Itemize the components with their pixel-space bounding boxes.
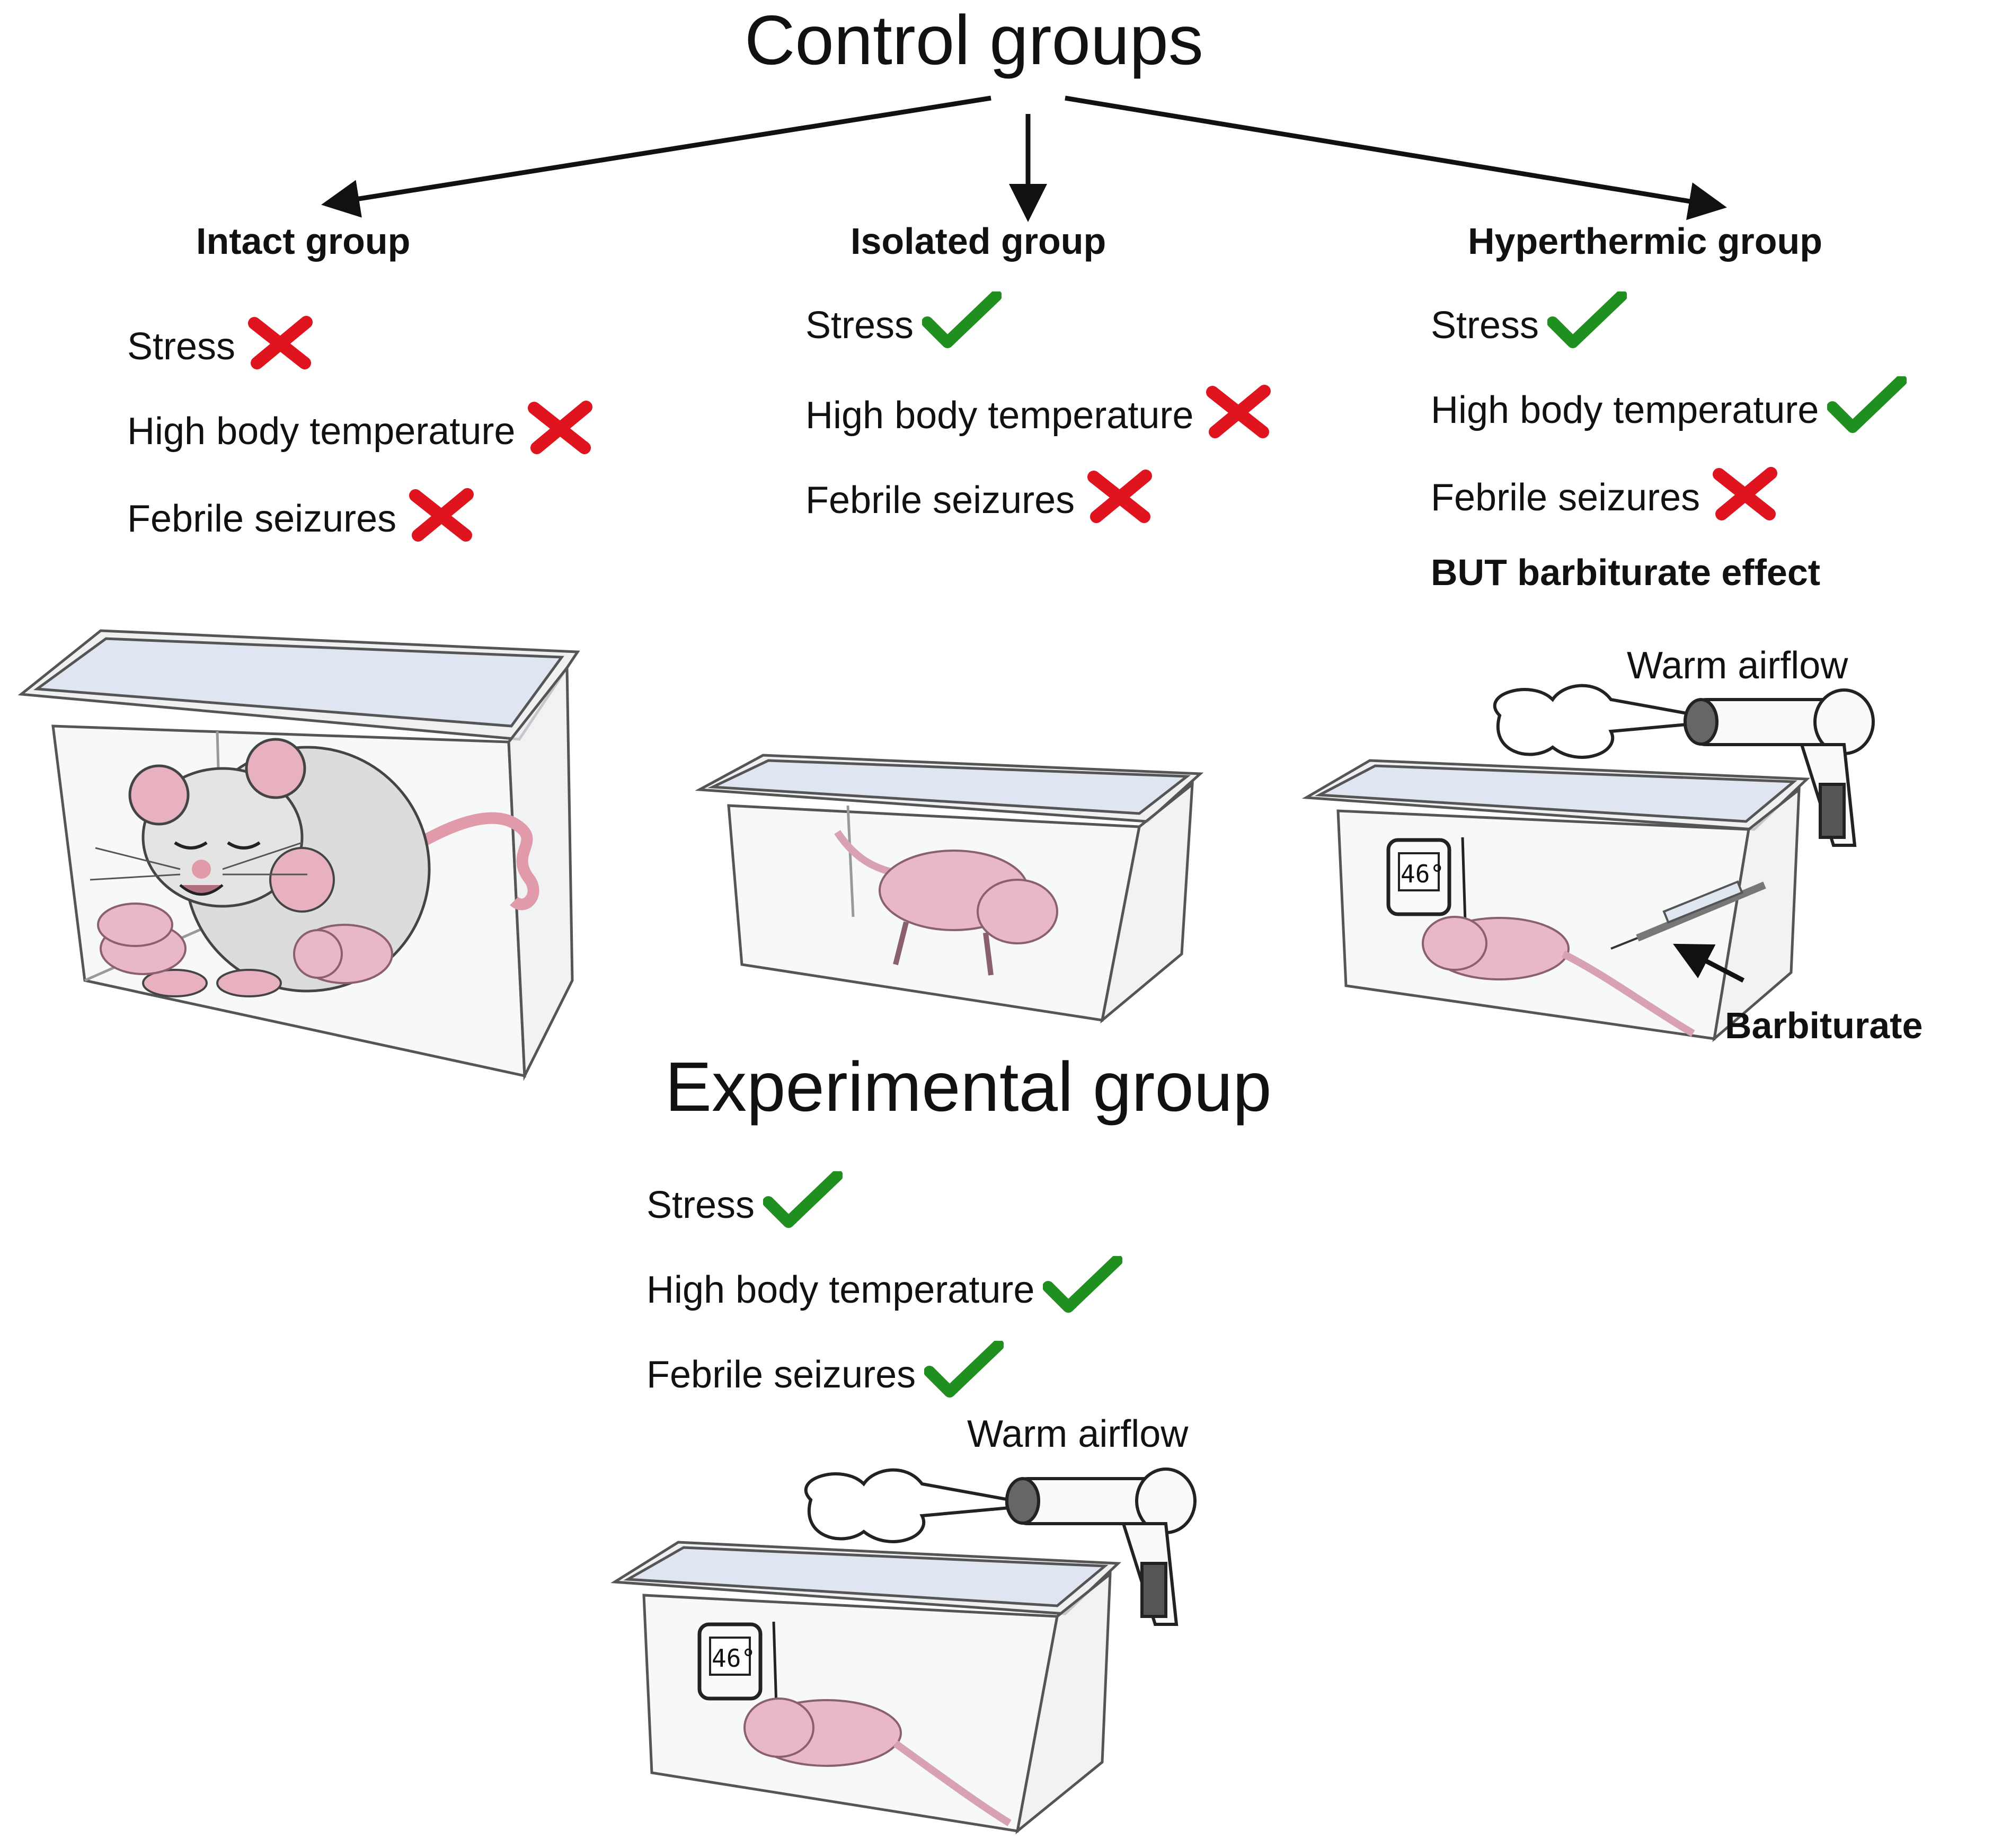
check-icon: [1042, 1254, 1123, 1323]
hairdryer-experimental: [804, 1467, 1197, 1626]
experimental-item-stress: Stress: [646, 1170, 844, 1239]
thermometer-experimental: [697, 1621, 778, 1707]
barbiturate-label: Barbiturate: [1725, 1005, 1923, 1046]
check-icon: [1547, 290, 1628, 359]
item-label: High body temperature: [805, 394, 1194, 437]
cage-isolated: [695, 754, 1204, 1024]
thermometer-reading-experimental: 46°: [712, 1644, 756, 1673]
experimental-group-title: Experimental group: [665, 1048, 1272, 1126]
cross-icon: [244, 313, 323, 380]
hyperthermic-item-stress: Stress: [1431, 290, 1628, 359]
experimental-item-temperature: High body temperature: [646, 1254, 1123, 1323]
control-groups-title: Control groups: [745, 1, 1203, 79]
pup-experimental: [743, 1697, 1012, 1826]
isolated-group-title: Isolated group: [851, 220, 1106, 262]
thermometer-reading-hyperthermic: 46°: [1401, 860, 1445, 888]
thermometer-hyperthermic: [1386, 837, 1467, 923]
item-label: Febrile seizures: [127, 497, 397, 540]
arrow-to-hyperthermic: [1065, 95, 1727, 220]
barbiturate-arrow: [1673, 943, 1745, 983]
intact-item-seizures: Febrile seizures: [127, 485, 484, 552]
intact-item-stress: Stress: [127, 313, 323, 380]
check-icon: [924, 1339, 1005, 1408]
tree-arrows: [321, 95, 1727, 222]
item-label: Febrile seizures: [646, 1353, 916, 1396]
cross-icon: [1083, 466, 1163, 534]
arrow-to-intact: [321, 95, 991, 218]
item-label: Stress: [127, 325, 236, 368]
item-label: Febrile seizures: [805, 479, 1075, 521]
warm-airflow-label-experimental: Warm airflow: [967, 1413, 1189, 1455]
isolated-item-temperature: High body temperature: [805, 382, 1281, 449]
pup-hyperthermic: [1422, 916, 1695, 1037]
cross-icon: [524, 397, 603, 465]
isolated-item-seizures: Febrile seizures: [805, 466, 1163, 534]
hairdryer-hyperthermic: [1493, 684, 1875, 847]
item-label: Febrile seizures: [1431, 476, 1700, 519]
item-label: High body temperature: [646, 1268, 1035, 1311]
check-icon: [1827, 375, 1908, 444]
barbiturate-effect-note: BUT barbiturate effect: [1431, 552, 1821, 593]
pups-intact: [97, 903, 393, 984]
check-icon: [922, 290, 1003, 359]
hyperthermic-group-title: Hyperthermic group: [1468, 220, 1822, 262]
intact-group-title: Intact group: [196, 220, 411, 262]
check-icon: [763, 1170, 844, 1239]
item-label: High body temperature: [127, 410, 516, 453]
item-label: Stress: [646, 1183, 755, 1226]
cage-experimental: [610, 1541, 1121, 1835]
item-label: High body temperature: [1431, 388, 1819, 431]
syringe: [1610, 880, 1766, 950]
hyperthermic-item-temperature: High body temperature: [1431, 375, 1908, 444]
experimental-item-seizures: Febrile seizures: [646, 1339, 1005, 1408]
intact-item-temperature: High body temperature: [127, 397, 603, 465]
cross-icon: [1708, 464, 1788, 531]
pup-isolated: [834, 830, 1058, 976]
cross-icon: [1202, 382, 1281, 449]
isolated-item-stress: Stress: [805, 290, 1003, 359]
item-label: Stress: [1431, 304, 1539, 347]
cross-icon: [405, 485, 484, 552]
warm-airflow-label-hyperthermic: Warm airflow: [1627, 644, 1848, 687]
item-label: Stress: [805, 304, 914, 347]
hyperthermic-item-seizures: Febrile seizures: [1431, 464, 1788, 531]
